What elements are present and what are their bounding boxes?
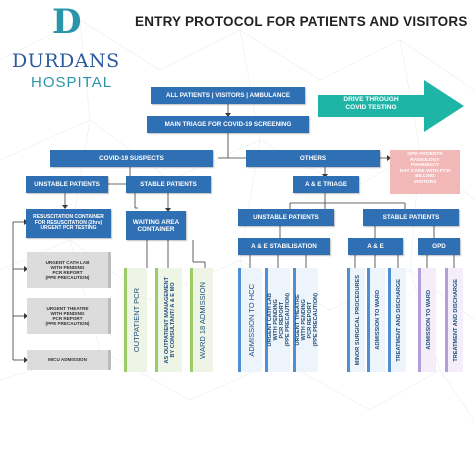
all-patients-box: ALL PATIENTS | VISITORS | AMBULANCE bbox=[151, 87, 305, 104]
column-outpatient-management: AS OUTPATIENT MANAGEMENT BY CONSULTANT/ … bbox=[155, 268, 182, 372]
opd-list-box: OPD PATIENTS RADIOLOGY PHARMACY DAY CARE… bbox=[390, 150, 460, 194]
logo-mark: D bbox=[52, 2, 82, 42]
others-box: OTHERS bbox=[246, 150, 380, 167]
column-admission-ward-opd: ADMISSION TO WARD bbox=[418, 268, 436, 372]
logo-subtitle: HOSPITAL bbox=[31, 74, 113, 91]
column-label: WARD 18 ADMISSION bbox=[198, 281, 207, 359]
ae-box: A & E bbox=[348, 238, 403, 255]
ae-stabilisation-box: A & E STABILISATION bbox=[238, 238, 330, 255]
column-admission-hcc: ADMISSION TO HCC bbox=[238, 268, 262, 372]
column-ward-18: WARD 18 ADMISSION bbox=[190, 268, 213, 372]
column-label: ADMISSION TO WARD bbox=[425, 290, 432, 350]
grey-box-cath-lab: URGENT CATH LAB WITH PENDING PCR REPORT … bbox=[27, 252, 111, 288]
column-urgent-cath-lab: URGENT CATH LAB WITH PENDING PCR REPORT … bbox=[265, 268, 291, 372]
column-treatment-discharge-opd: TREATMENT AND DISCHARGE bbox=[445, 268, 463, 372]
stable-patients-right-box: STABLE PATIENTS bbox=[363, 209, 459, 226]
stable-patients-left-box: STABLE PATIENTS bbox=[126, 176, 211, 193]
page-title: ENTRY PROTOCOL FOR PATIENTS AND VISITORS bbox=[135, 14, 468, 29]
column-label: MINOR SURGICAL PROCEDURES bbox=[354, 274, 361, 366]
covid-suspects-box: COVID-19 SUSPECTS bbox=[50, 150, 213, 167]
waiting-area-box: WAITING AREA CONTAINER bbox=[126, 211, 186, 240]
unstable-patients-right-box: UNSTABLE PATIENTS bbox=[238, 209, 334, 226]
column-admission-ward-ae: ADMISSION TO WARD bbox=[367, 268, 385, 372]
column-minor-surgical: MINOR SURGICAL PROCEDURES bbox=[347, 268, 365, 372]
column-label: TREATMENT AND DISCHARGE bbox=[452, 278, 459, 362]
column-outpatient-pcr: OUTPATIENT PCR bbox=[124, 268, 147, 372]
drive-through-label: DRIVE THROUGH COVID TESTING bbox=[343, 96, 399, 111]
resuscitation-container-box: RESUSCITATION CONTAINER FOR RESUSCITATIO… bbox=[26, 209, 111, 238]
column-label: AS OUTPATIENT MANAGEMENT BY CONSULTANT/ … bbox=[164, 276, 176, 364]
column-treatment-discharge-ae: TREATMENT AND DISCHARGE bbox=[388, 268, 406, 372]
main-triage-box: MAIN TRIAGE FOR COVID-19 SCREENING bbox=[147, 116, 309, 133]
grey-box-theatre: URGENT THEATRE WITH PENDING PCR REPORT (… bbox=[27, 298, 111, 334]
drive-through-arrow bbox=[318, 80, 464, 132]
column-label: URGENT THEATRE WITH PENDING PCR REPORT (… bbox=[295, 293, 319, 347]
unstable-patients-left-box: UNSTABLE PATIENTS bbox=[26, 176, 108, 193]
column-label: OUTPATIENT PCR bbox=[132, 287, 141, 353]
logo-name: DURDANS bbox=[12, 50, 120, 72]
opd-box: OPD bbox=[418, 238, 460, 255]
column-label: ADMISSION TO HCC bbox=[246, 283, 256, 357]
column-label: URGENT CATH LAB WITH PENDING PCR REPORT … bbox=[267, 293, 291, 347]
grey-box-micu: MICU ADMISSION bbox=[27, 350, 111, 370]
column-urgent-theatre: URGENT THEATRE WITH PENDING PCR REPORT (… bbox=[293, 268, 319, 372]
ae-triage-box: A & E TRIAGE bbox=[293, 176, 359, 193]
column-label: ADMISSION TO WARD bbox=[374, 290, 381, 350]
column-label: TREATMENT AND DISCHARGE bbox=[395, 278, 402, 362]
